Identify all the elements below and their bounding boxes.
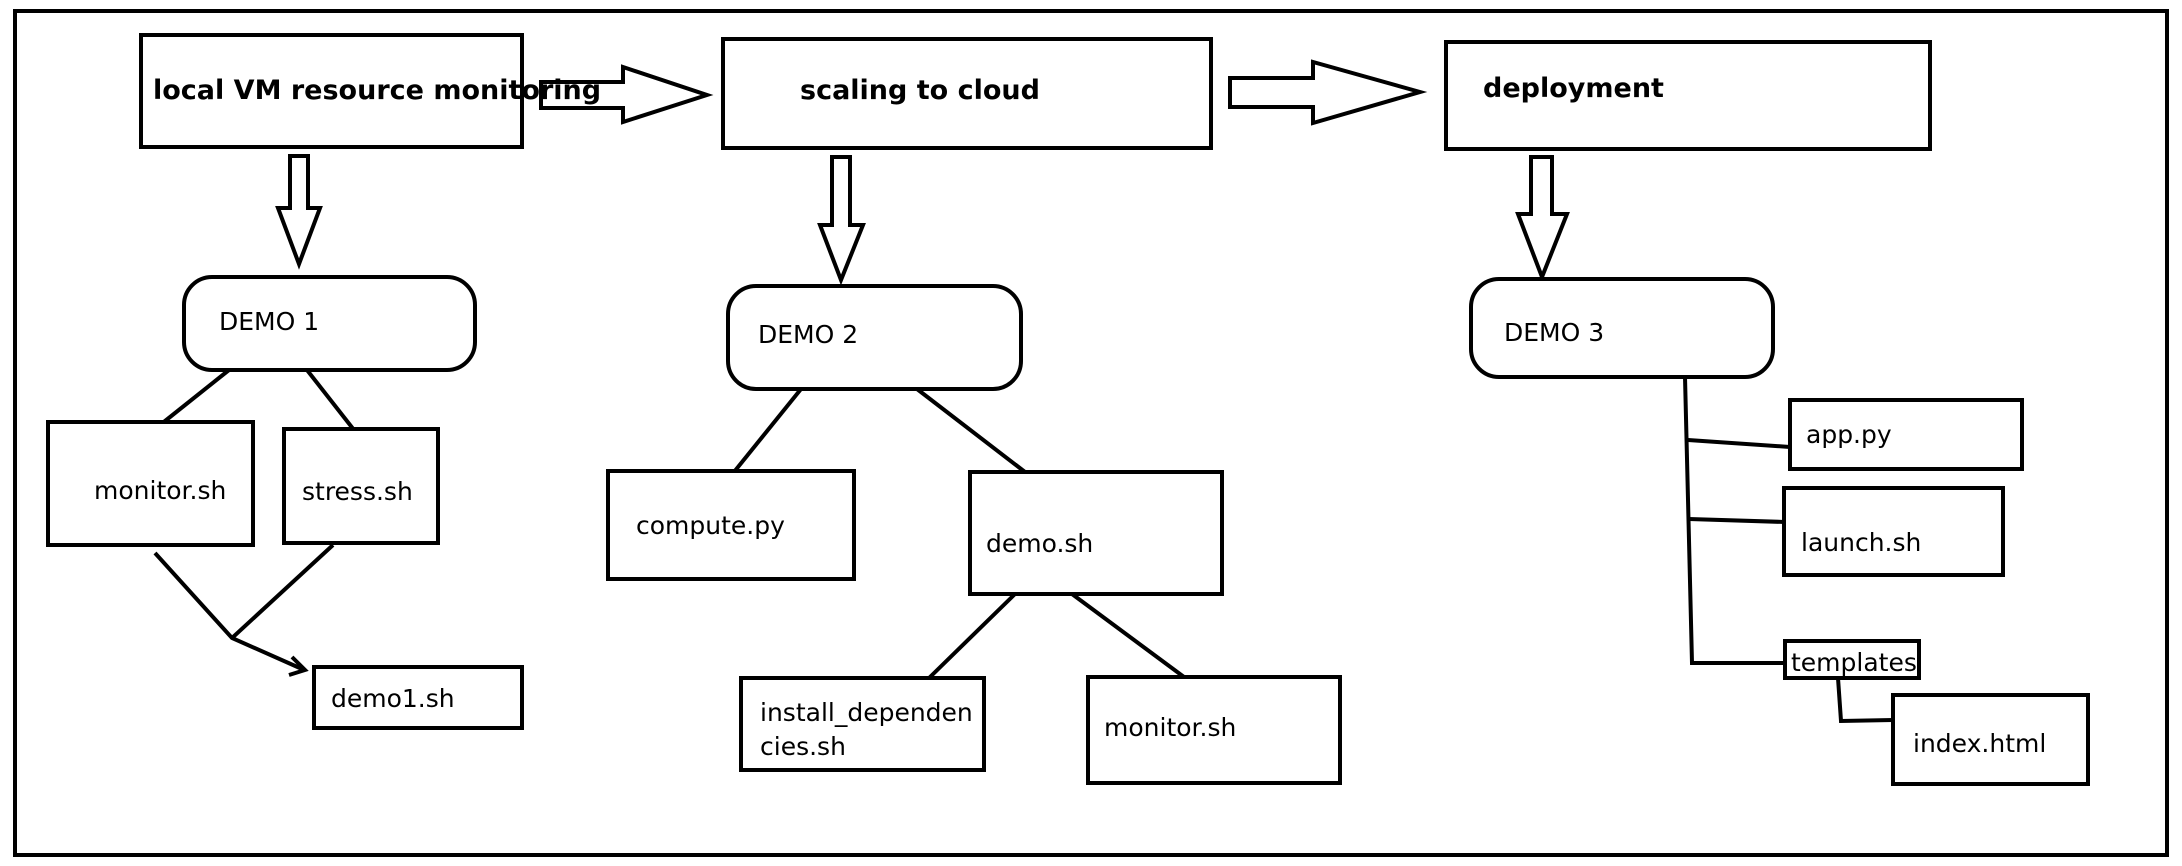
demo-node-2: DEMO 2: [726, 284, 1023, 391]
demo-node-1: DEMO 1: [182, 275, 477, 372]
down-block-arrow-2: [817, 155, 866, 286]
file-box-compute-py: compute.py: [606, 469, 856, 581]
connector-demo2-demo: [915, 387, 1027, 474]
outer-frame: [13, 9, 2169, 857]
file-box-demo-sh: demo.sh: [968, 470, 1224, 596]
file-label-install-line1: install_dependen: [760, 698, 973, 727]
stage-label-deployment: deployment: [1483, 73, 1664, 104]
file-label-launch-sh: launch.sh: [1801, 528, 1921, 557]
file-label-app-py: app.py: [1806, 420, 1892, 449]
file-label-stress-sh: stress.sh: [302, 477, 413, 506]
branch-index-html: [1836, 677, 1894, 724]
branch-launch-sh: [1688, 517, 1786, 524]
right-block-arrow-2: [1228, 59, 1428, 126]
stage-label-scaling-to-cloud: scaling to cloud: [800, 75, 1040, 106]
demo-node-3: DEMO 3: [1469, 277, 1775, 379]
file-box-install-dependencies-sh: install_dependen cies.sh: [739, 676, 986, 772]
file-box-monitor-sh-1: monitor.sh: [46, 420, 255, 547]
demo-label-2: DEMO 2: [758, 320, 858, 349]
file-label-demo-sh: demo.sh: [986, 529, 1093, 558]
folder-box-templates: templates: [1783, 639, 1921, 680]
file-label-demo1-sh: demo1.sh: [331, 684, 455, 713]
stage-box-local-vm-monitoring: local VM resource monitoring: [139, 33, 601, 149]
file-box-launch-sh: launch.sh: [1782, 486, 2005, 577]
stage-box-scaling-to-cloud: scaling to cloud: [721, 37, 1213, 150]
merge-line-stress: [230, 543, 335, 640]
file-label-monitor-sh-2: monitor.sh: [1104, 713, 1236, 742]
down-block-arrow-1: [275, 154, 323, 270]
file-box-app-py: app.py: [1788, 398, 2024, 471]
file-box-index-html: index.html: [1891, 693, 2090, 786]
down-block-arrow-3: [1515, 155, 1570, 283]
connector-demo-monitor: [1070, 592, 1186, 679]
branch-app-py: [1687, 438, 1791, 449]
demo-label-1: DEMO 1: [219, 307, 319, 336]
demo-label-3: DEMO 3: [1504, 318, 1604, 347]
stage-box-deployment: deployment: [1444, 40, 1932, 151]
connector-demo-install: [925, 592, 1017, 682]
folder-label-templates: templates: [1791, 648, 1917, 677]
stage-label-local-vm-monitoring: local VM resource monitoring: [153, 75, 601, 106]
arrowhead-demo1: [288, 655, 309, 677]
file-label-index-html: index.html: [1913, 729, 2046, 758]
file-box-demo1-sh: demo1.sh: [312, 665, 524, 730]
right-block-arrow-1: [539, 64, 714, 125]
connector-demo2-compute: [732, 387, 803, 474]
merge-line-demo1: [153, 551, 303, 671]
tree-trunk-demo3: [1683, 376, 1785, 665]
connector-demo1-stress: [305, 368, 356, 432]
file-label-install-line2: cies.sh: [760, 732, 846, 761]
connector-demo1-monitor: [158, 368, 231, 427]
file-box-stress-sh: stress.sh: [282, 427, 440, 545]
file-box-monitor-sh-2: monitor.sh: [1086, 675, 1342, 785]
file-label-monitor-sh-1: monitor.sh: [94, 476, 226, 505]
file-label-compute-py: compute.py: [636, 511, 785, 540]
